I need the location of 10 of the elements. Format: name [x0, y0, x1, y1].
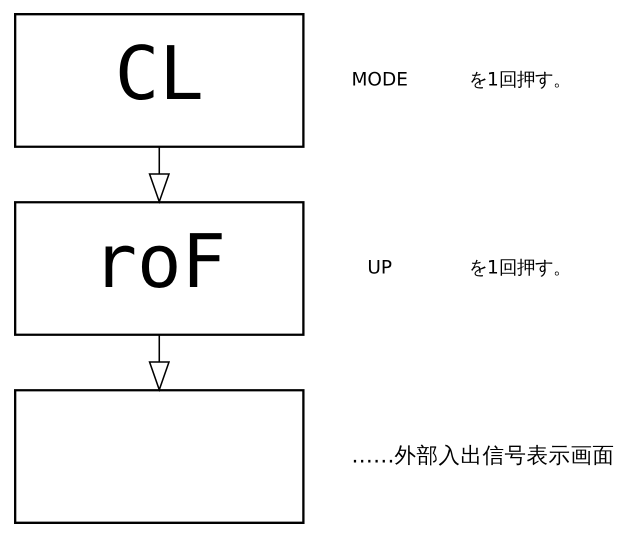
label: UP: [367, 257, 392, 278]
node-label: ……外部入出信号表示画面: [351, 443, 615, 468]
arrow: [148, 147, 170, 204]
label: を1回押す。: [469, 69, 571, 90]
label: を1回押す。: [469, 257, 571, 278]
label: MODE: [351, 69, 408, 90]
node-box: CL: [14, 13, 305, 148]
arrow: [148, 335, 170, 392]
node-box: roF: [14, 201, 305, 336]
node-box: [14, 389, 305, 524]
